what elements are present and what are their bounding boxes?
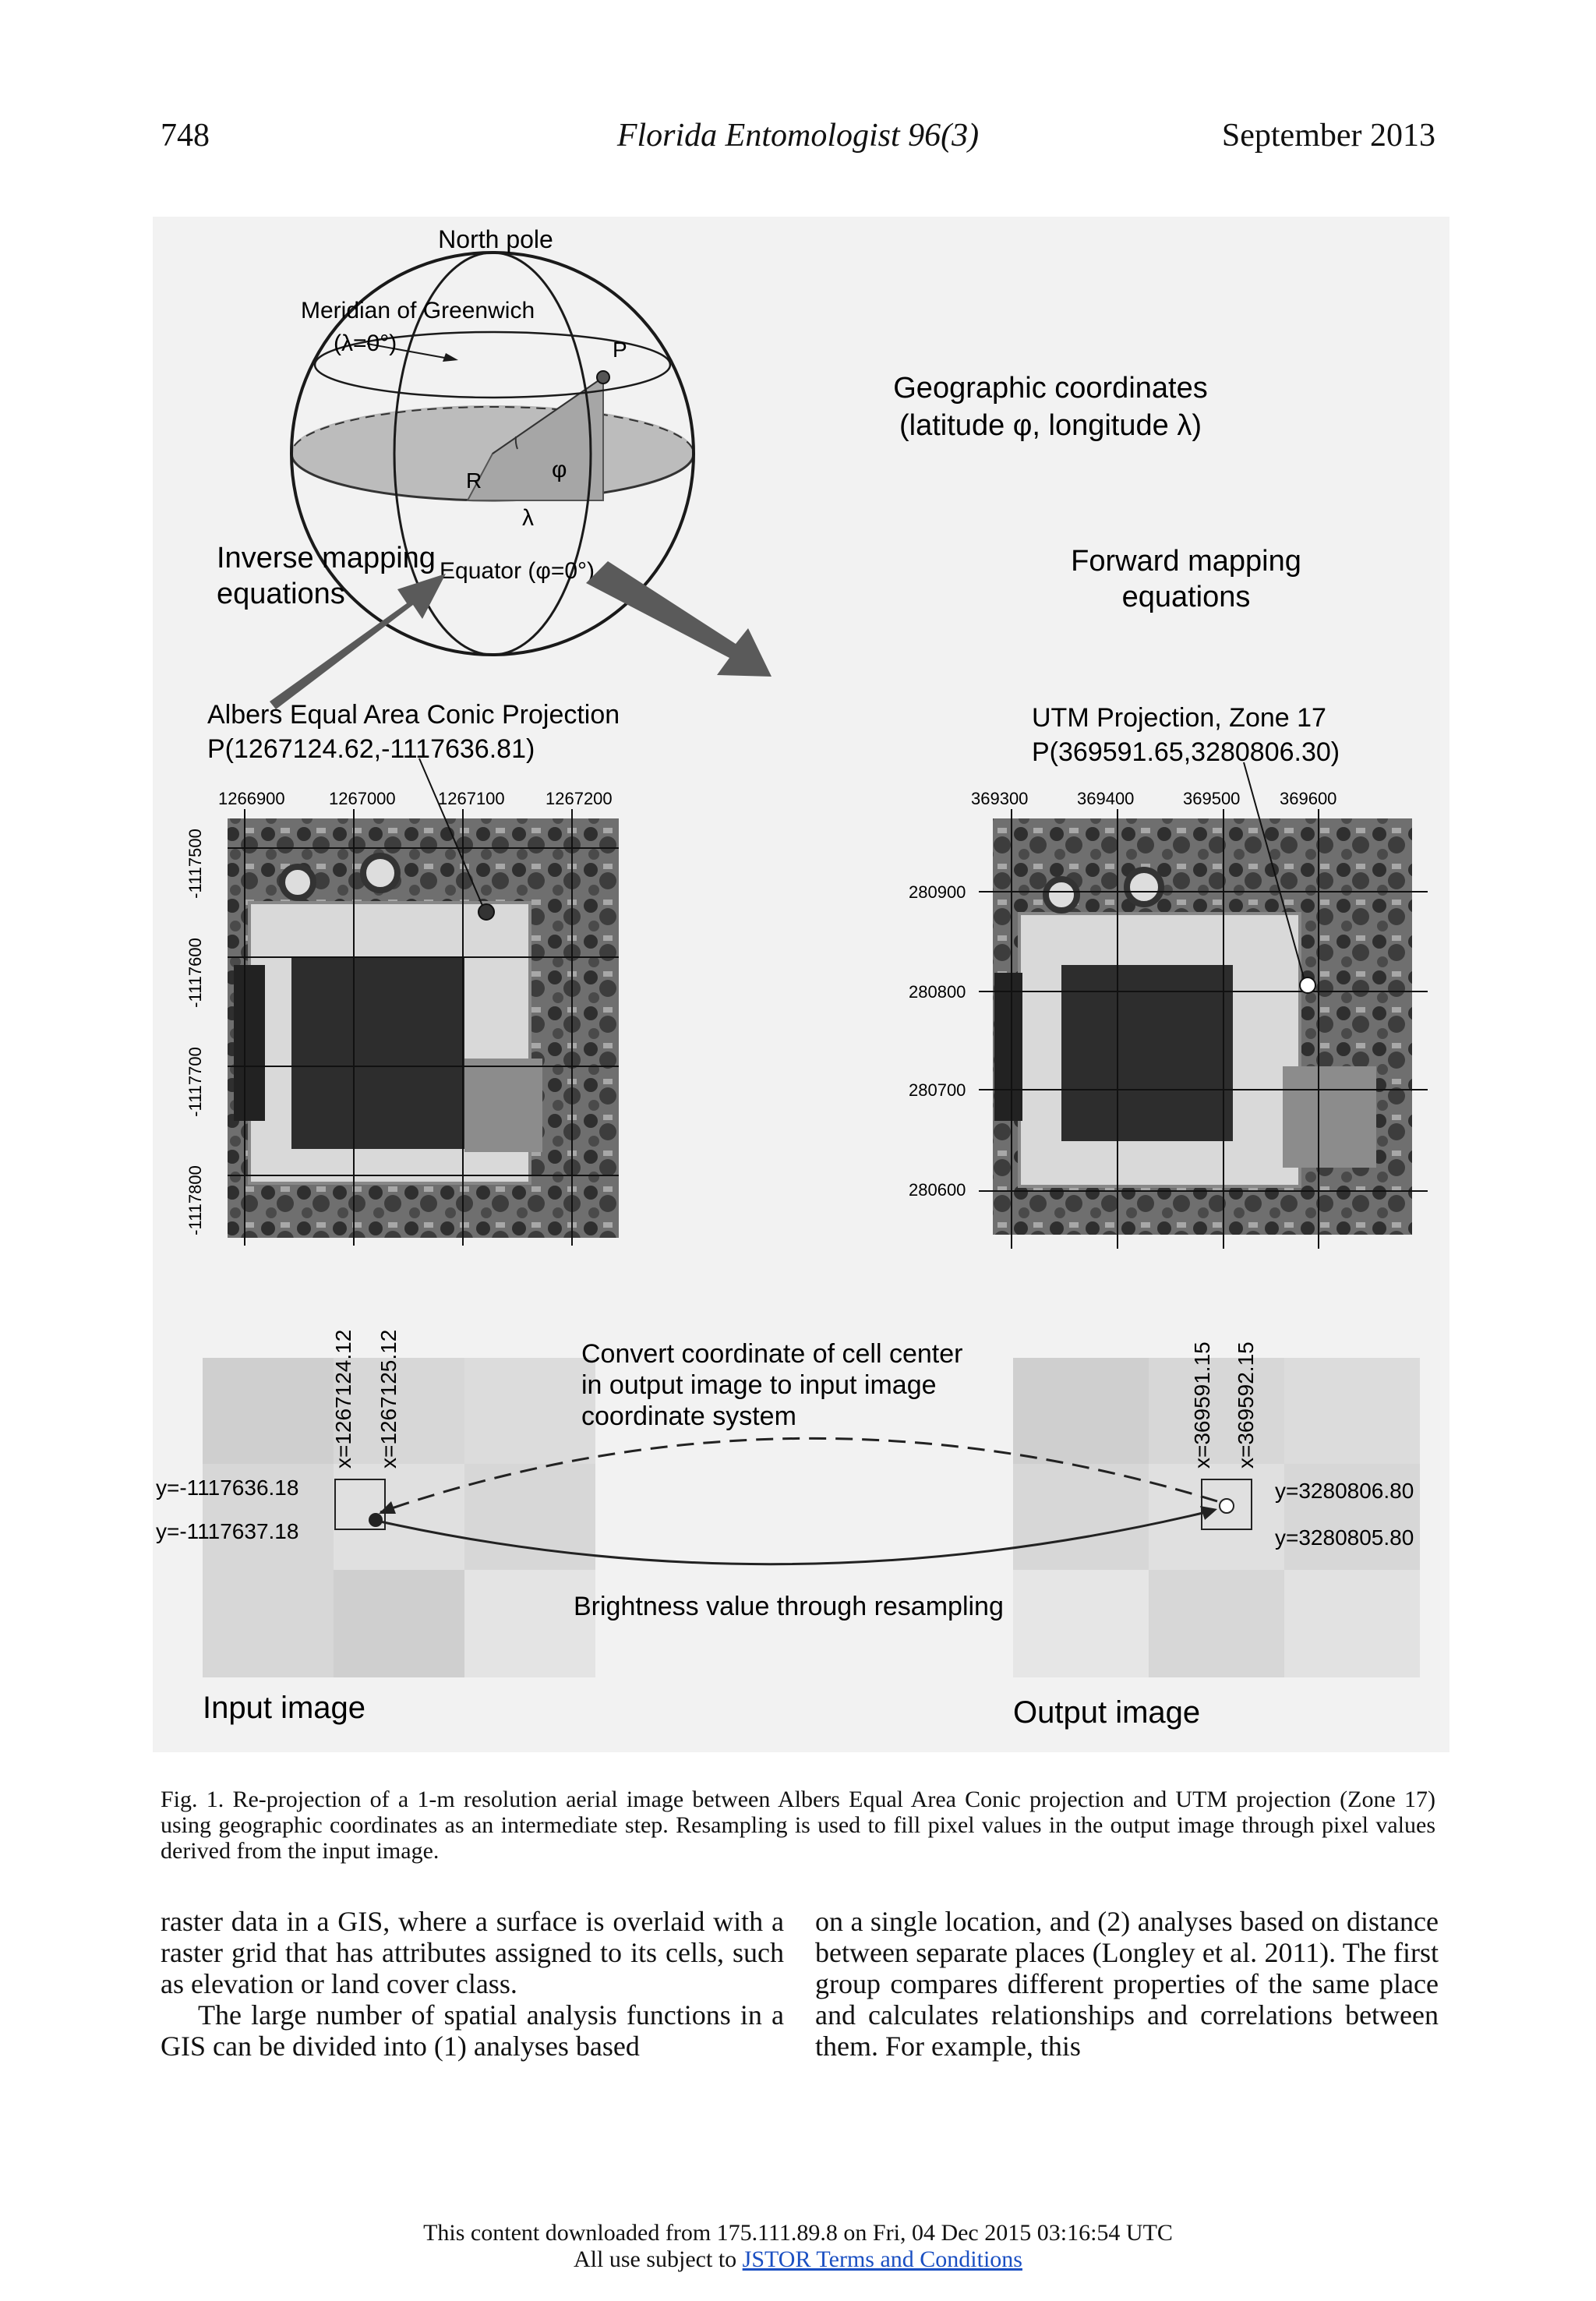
forward-mapping-label: Forward mapping [1071, 545, 1301, 578]
albers-x-tick: 1267100 [438, 789, 505, 808]
utm-y-tick: 280900 [909, 882, 966, 902]
meridian-label: Meridian of Greenwich [301, 298, 535, 323]
albers-map: Albers Equal Area Conic Projection P(126… [185, 700, 620, 1246]
convert-label-3: coordinate system [581, 1401, 796, 1431]
terms-notice: All use subject to JSTOR Terms and Condi… [0, 2246, 1596, 2272]
albers-x-tick: 1267000 [329, 789, 396, 808]
point-p-label: P [613, 338, 627, 362]
forward-mapping-label-2: equations [1122, 581, 1251, 613]
utm-x-tick: 369300 [971, 789, 1028, 808]
body-paragraph: The large number of spatial analysis fun… [161, 1999, 784, 2062]
figure-diagram: North pole Meridian of Greenwich (λ=0°) … [156, 225, 1428, 1730]
output-x2-label: x=369592.15 [1234, 1341, 1258, 1469]
utm-x-tick: 369600 [1280, 789, 1336, 808]
globe-diagram: North pole Meridian of Greenwich (λ=0°) … [290, 225, 1208, 656]
input-y2-label: y=-1117637.18 [156, 1519, 298, 1543]
equator-label: Equator (φ=0°) [440, 558, 595, 584]
inverse-mapping-arrow [270, 574, 446, 709]
body-paragraph: on a single location, and (2) analyses b… [815, 1906, 1439, 2062]
jstor-terms-link[interactable]: JSTOR Terms and Conditions [742, 2246, 1022, 2272]
albers-point: P(1267124.62,-1117636.81) [207, 734, 535, 764]
inverse-mapping-label-2: equations [217, 578, 345, 610]
body-paragraph: raster data in a GIS, where a surface is… [161, 1906, 784, 1999]
utm-x-tick: 369400 [1077, 789, 1134, 808]
lat-long-label: (latitude φ, longitude λ) [899, 409, 1202, 442]
convert-label: Convert coordinate of cell center [581, 1339, 962, 1369]
phi-label: φ [552, 457, 567, 482]
albers-y-tick: -1117600 [185, 938, 205, 1008]
utm-map: UTM Projection, Zone 17 P(369591.65,3280… [909, 703, 1428, 1249]
radius-label: R [466, 468, 482, 493]
brightness-label: Brightness value through resampling [574, 1592, 1004, 1621]
lambda-label: λ [522, 505, 534, 531]
albers-title: Albers Equal Area Conic Projection [207, 700, 620, 730]
output-image-grid [1013, 1358, 1420, 1677]
body-column-left: raster data in a GIS, where a surface is… [161, 1906, 784, 2062]
input-x1-label: x=1267124.12 [331, 1330, 355, 1469]
input-y1-label: y=-1117636.18 [156, 1476, 298, 1500]
meridian-lambda-label: (λ=0°) [334, 330, 397, 356]
albers-x-tick: 1267200 [546, 789, 613, 808]
output-y2-label: y=3280805.80 [1275, 1525, 1414, 1550]
convert-label-2: in output image to input image [581, 1370, 937, 1400]
output-y1-label: y=3280806.80 [1275, 1479, 1414, 1503]
utm-x-tick: 369500 [1183, 789, 1240, 808]
input-image-label: Input image [203, 1691, 365, 1725]
figure-caption: Fig. 1. Re-projection of a 1-m resolutio… [161, 1787, 1435, 1864]
terms-prefix: All use subject to [574, 2246, 743, 2272]
body-column-right: on a single location, and (2) analyses b… [815, 1906, 1439, 2062]
utm-y-tick: 280800 [909, 982, 966, 1002]
journal-title: Florida Entomologist 96(3) [616, 118, 980, 154]
page-number: 748 [161, 118, 210, 154]
inverse-mapping-label: Inverse mapping [217, 542, 436, 574]
download-notice: This content downloaded from 175.111.89.… [423, 2220, 1173, 2246]
output-x1-label: x=369591.15 [1190, 1341, 1214, 1469]
albers-x-tick: 1266900 [218, 789, 285, 808]
utm-y-tick: 280700 [909, 1080, 966, 1100]
utm-title: UTM Projection, Zone 17 [1032, 703, 1326, 733]
albers-y-tick: -1117800 [185, 1165, 205, 1235]
albers-y-tick: -1117700 [185, 1047, 205, 1117]
output-image-label: Output image [1013, 1695, 1200, 1730]
geographic-coordinates-label: Geographic coordinates [893, 372, 1207, 405]
input-x2-label: x=1267125.12 [376, 1330, 401, 1469]
input-image-grid [203, 1358, 595, 1677]
albers-y-tick: -1117500 [185, 829, 205, 899]
north-pole-label: North pole [438, 225, 553, 253]
forward-mapping-arrow [586, 561, 772, 677]
figure-1: North pole Meridian of Greenwich (λ=0°) … [153, 217, 1449, 1752]
utm-point: P(369591.65,3280806.30) [1032, 737, 1340, 767]
issue-date: September 2013 [1221, 118, 1435, 154]
utm-y-tick: 280600 [909, 1180, 966, 1200]
